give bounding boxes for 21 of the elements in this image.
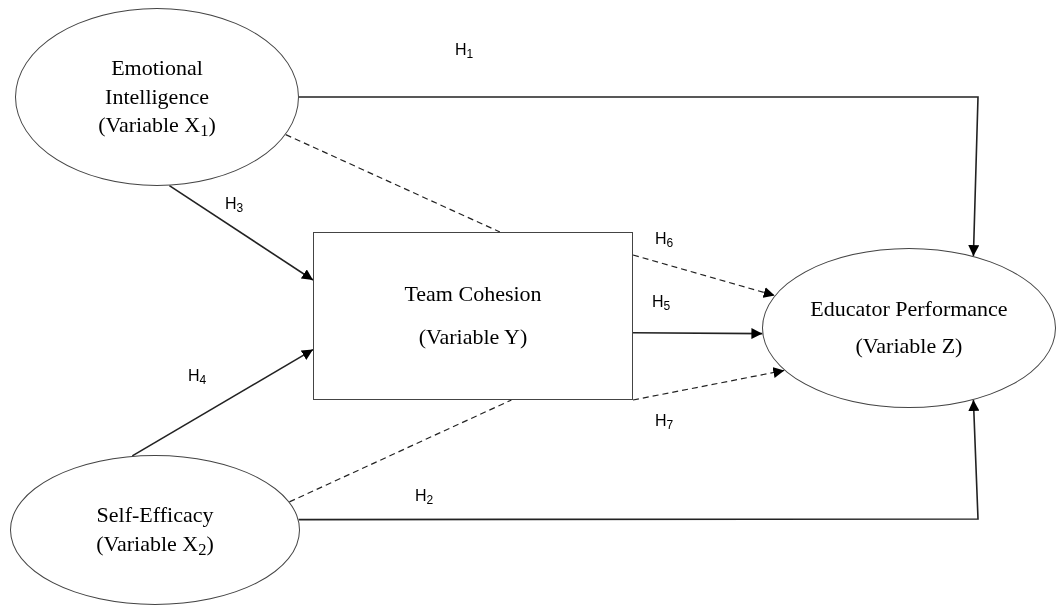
edge-label: H$_{6}$ [655, 231, 674, 247]
arrow [298, 96, 980, 257]
node-text: Self-Efficacy (Variable X$_{2}$) [95, 501, 215, 559]
edge-label: H$_{3}$ [225, 196, 244, 212]
edge-label: H$_{5}$ [652, 294, 671, 310]
node-text: Team Cohesion [404, 280, 542, 309]
variable-box [313, 232, 633, 400]
arrow [297, 399, 980, 521]
node-text: (Variable Z) [855, 332, 963, 360]
edge-label: H$_{2}$ [415, 488, 434, 504]
edge-label: H$_{1}$ [455, 42, 474, 58]
arrow [632, 367, 785, 401]
edge-label: H$_{4}$ [188, 368, 207, 384]
arrow [632, 328, 764, 340]
node-text: (Variable Y) [418, 323, 528, 351]
edge-label: H$_{7}$ [655, 413, 674, 429]
arrow [131, 348, 314, 457]
arrow [632, 254, 776, 298]
arrow [168, 184, 314, 281]
node-text: Educator Performance [810, 295, 1008, 324]
node-text: Emotional Intelligence (Variable X$_{1}$) [97, 54, 217, 140]
